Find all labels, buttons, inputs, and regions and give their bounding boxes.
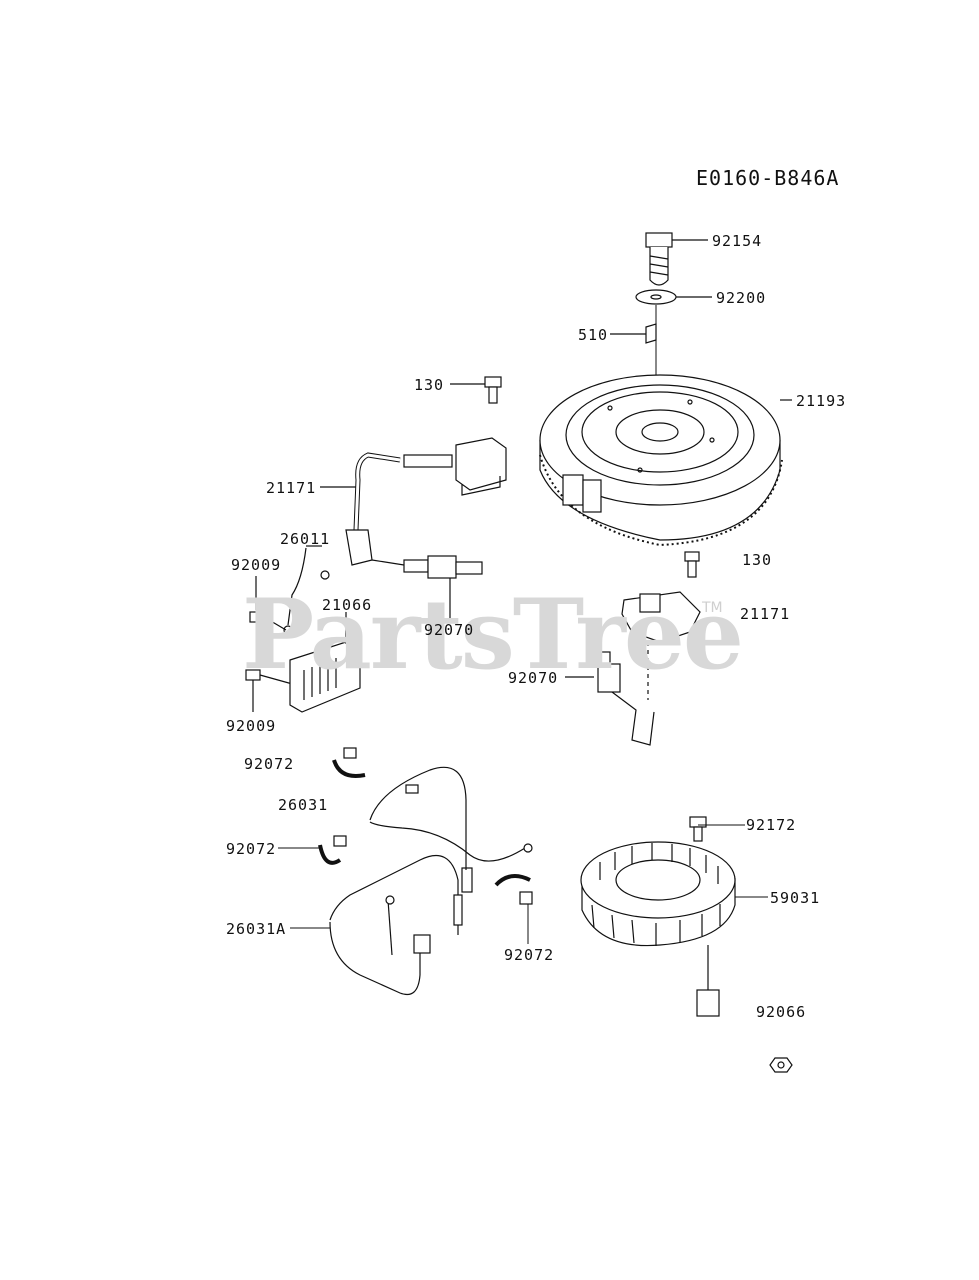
watermark-text: PartsTree <box>242 578 744 691</box>
label-26031A: 26031A <box>226 920 287 938</box>
part-92009-bolt-upper <box>249 576 287 631</box>
diagram-code: E0160-B846A <box>696 166 840 190</box>
label-92072-b: 92072 <box>226 840 277 858</box>
label-92072-a: 92072 <box>244 755 295 773</box>
leader-lines <box>278 824 768 944</box>
part-92066-nut <box>769 1057 793 1073</box>
part-21171-ignition-coil-right <box>621 591 701 700</box>
label-21193: 21193 <box>796 392 847 410</box>
part-21066-regulator <box>289 612 361 713</box>
label-92172: 92172 <box>746 816 797 834</box>
label-92009-a: 92009 <box>231 556 282 574</box>
part-130-bolt <box>450 376 502 404</box>
label-92154: 92154 <box>712 232 763 250</box>
part-92072-connector-c <box>494 874 533 905</box>
part-92070-spark-plug <box>371 555 483 618</box>
label-26031: 26031 <box>278 796 329 814</box>
part-21171-ignition-coil <box>320 437 507 566</box>
part-92154-bolt <box>645 232 708 286</box>
label-92066: 92066 <box>756 1003 807 1021</box>
label-92200: 92200 <box>716 289 767 307</box>
label-130-top: 130 <box>414 376 445 394</box>
part-92072-connector-b <box>318 835 347 865</box>
part-130-bolt-right <box>684 551 700 578</box>
part-59031-stator <box>580 841 736 1017</box>
part-92200-washer <box>635 289 712 305</box>
part-21193-flywheel <box>539 374 792 547</box>
label-21171-left: 21171 <box>266 479 317 497</box>
label-510: 510 <box>578 326 609 344</box>
label-130-right: 130 <box>742 551 773 569</box>
part-92172-bolt <box>689 816 707 842</box>
part-26031A-harness <box>329 855 463 996</box>
label-92072-c: 92072 <box>504 946 555 964</box>
part-92072-connector-a <box>332 747 366 778</box>
watermark-trademark: TM <box>702 600 723 616</box>
part-92070-spark-plug-right <box>565 651 655 746</box>
label-21171-right: 21171 <box>740 605 791 623</box>
part-26031-harness <box>369 766 533 893</box>
part-26011-lead <box>283 545 330 635</box>
label-21066: 21066 <box>322 596 373 614</box>
label-59031: 59031 <box>770 889 821 907</box>
label-92070-left: 92070 <box>424 621 475 639</box>
label-92070-right: 92070 <box>508 669 559 687</box>
label-92009-b: 92009 <box>226 717 277 735</box>
label-26011: 26011 <box>280 530 331 548</box>
